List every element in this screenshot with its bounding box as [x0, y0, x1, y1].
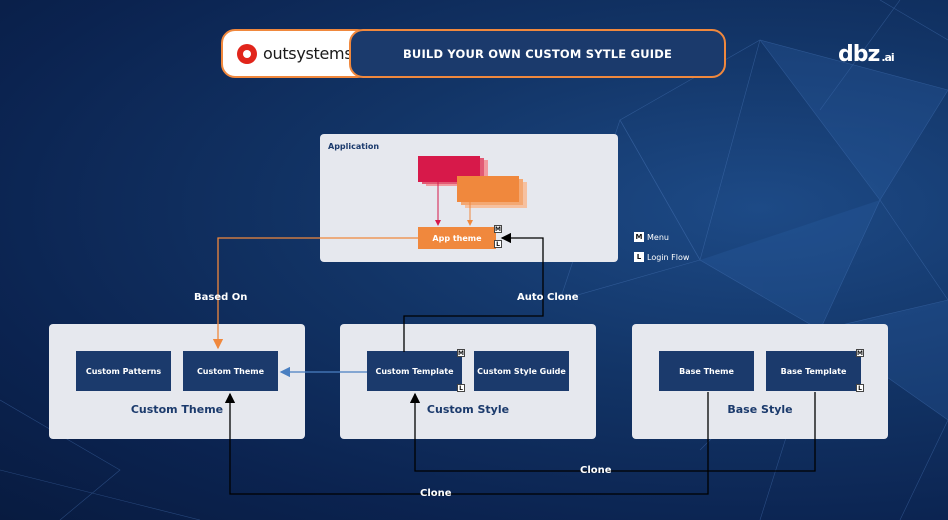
- custom-theme-panel-title: Custom Theme: [130, 403, 224, 416]
- clone-label-2: Clone: [420, 488, 452, 499]
- custom-style-panel-title: Custom Style: [426, 403, 510, 416]
- auto-clone-label: Auto Clone: [517, 292, 579, 303]
- custom-theme-panel: Custom Patterns Custom Theme Custom Them…: [49, 324, 305, 439]
- custom-style-panel: Custom Template M L Custom Style Guide C…: [340, 324, 596, 439]
- base-template-box: Base Template: [766, 351, 861, 391]
- logo-text: outsystems: [263, 44, 353, 63]
- orange-card-front: [457, 176, 519, 202]
- custom-template-login-tag: L: [457, 384, 465, 392]
- legend-menu-tag: M: [634, 232, 644, 242]
- based-on-label: Based On: [194, 292, 248, 303]
- base-style-panel-title: Base Style: [727, 403, 793, 416]
- outsystems-logo-banner: outsystems: [221, 29, 371, 78]
- base-template-menu-tag: M: [856, 349, 864, 357]
- custom-patterns-box: Custom Patterns: [76, 351, 171, 391]
- custom-template-menu-tag: M: [457, 349, 465, 357]
- clone-label-1: Clone: [580, 465, 612, 476]
- legend-menu-label: Menu: [647, 233, 669, 242]
- brand-logo: dbz.ai: [838, 42, 895, 67]
- base-theme-box: Base Theme: [659, 351, 754, 391]
- outsystems-logo-icon: [237, 43, 257, 64]
- legend-login-label: Login Flow: [647, 253, 690, 262]
- brand-suffix: .ai: [881, 51, 894, 64]
- menu-tag: M: [494, 225, 502, 233]
- base-style-panel: Base Theme Base Template M L Base Style: [632, 324, 888, 439]
- page-title: BUILD YOUR OWN CUSTOM SYTLE GUIDE: [349, 29, 726, 78]
- brand-main: dbz: [838, 42, 880, 67]
- app-theme-box: App theme: [418, 227, 496, 249]
- application-title: Application: [328, 142, 380, 151]
- legend-login-tag: L: [634, 252, 644, 262]
- custom-style-guide-box: Custom Style Guide: [474, 351, 569, 391]
- base-template-login-tag: L: [856, 384, 864, 392]
- application-panel: Application App theme M L: [320, 134, 618, 262]
- custom-template-box: Custom Template: [367, 351, 462, 391]
- login-tag: L: [494, 240, 502, 248]
- custom-theme-box: Custom Theme: [183, 351, 278, 391]
